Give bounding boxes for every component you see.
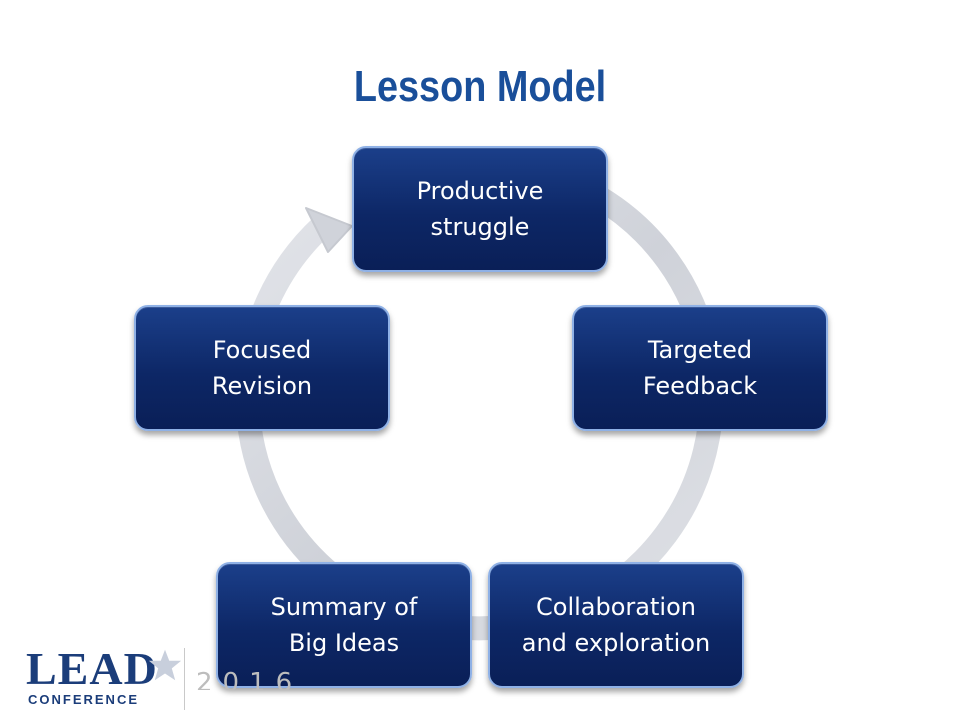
node-productive-struggle: Productive struggle — [352, 146, 608, 272]
node-line: Focused — [212, 336, 312, 364]
node-line: Revision — [211, 372, 313, 400]
slide-title: Lesson Model — [353, 62, 607, 111]
node-targeted-feedback: Targeted Feedback — [572, 305, 828, 431]
node-collaboration-exploration: Collaboration and exploration — [488, 562, 744, 688]
node-line: Targeted — [647, 336, 753, 364]
node-line: Big Ideas — [288, 629, 400, 657]
node-line: Collaboration — [536, 593, 696, 621]
logo-wordmark: LEAD — [26, 643, 158, 694]
node-line: struggle — [430, 213, 530, 241]
footer-divider — [184, 648, 185, 710]
node-summary-big-ideas: Summary of Big Ideas — [216, 562, 472, 688]
node-line: and exploration — [521, 629, 711, 657]
logo-subtext: CONFERENCE — [28, 692, 140, 707]
footer-year: 2016 — [196, 668, 303, 690]
node-line: Feedback — [642, 372, 758, 400]
node-line: Productive — [416, 177, 544, 205]
cycle-arrow-head — [305, 207, 353, 253]
node-line: Summary of — [270, 593, 418, 621]
lead-conference-logo: LEAD CONFERENCE — [22, 644, 192, 714]
star-icon — [148, 649, 182, 681]
node-focused-revision: Focused Revision — [134, 305, 390, 431]
